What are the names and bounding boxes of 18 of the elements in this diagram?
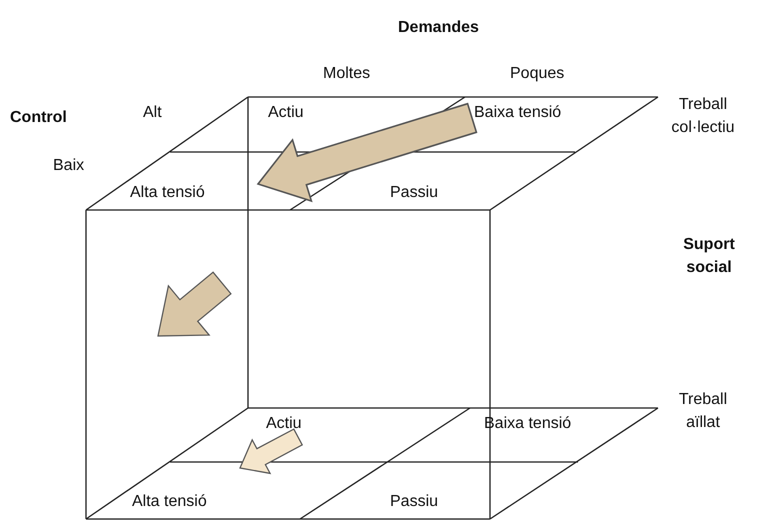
arrow [256, 102, 478, 202]
axis-value: Treball col·lectiu [670, 95, 736, 138]
cell-label: Passiu [390, 183, 438, 202]
axis-value: Treball aïllat [678, 390, 728, 433]
cell-label: Alta tensió [130, 183, 205, 202]
axis-title: Demandes [398, 18, 479, 37]
axis-value: Poques [510, 64, 564, 83]
cell-label: Actiu [266, 414, 302, 433]
cell-label: Actiu [268, 103, 304, 122]
axis-title: Control [10, 108, 67, 127]
cell-label: Baixa tensió [474, 103, 562, 122]
arrow [239, 428, 304, 474]
cell-label: Alta tensió [132, 492, 207, 511]
axis-value: Alt [143, 103, 162, 122]
axis-value: Moltes [323, 64, 370, 83]
cell-label: Passiu [390, 492, 438, 511]
axis-title: Suport social [682, 235, 736, 278]
axis-value: Baix [53, 156, 84, 175]
